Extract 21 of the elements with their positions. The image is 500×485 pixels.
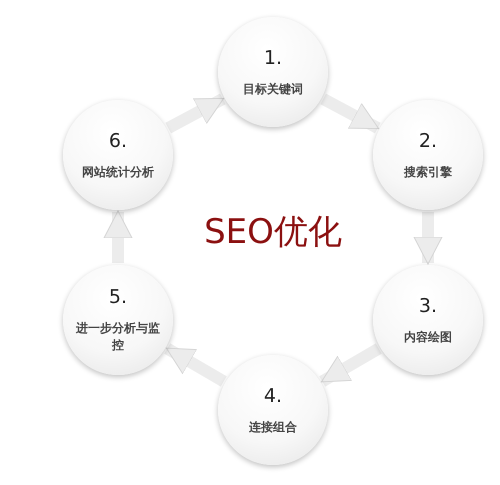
arrow bbox=[414, 212, 442, 264]
step-number: 5. bbox=[108, 286, 128, 308]
arrow bbox=[164, 343, 227, 387]
step-number: 4. bbox=[264, 384, 282, 407]
diagram-title: SEO优化 bbox=[204, 211, 342, 254]
arrow bbox=[104, 210, 132, 263]
arrow bbox=[165, 94, 226, 134]
arrow bbox=[319, 343, 382, 387]
arrow bbox=[320, 94, 381, 134]
step-number: 2. bbox=[418, 130, 438, 152]
step-number: 6. bbox=[108, 130, 128, 152]
step-label: 目标关键词 bbox=[242, 80, 304, 98]
step-label: 搜索引擎 bbox=[402, 164, 453, 180]
step-label: 内容绘图 bbox=[403, 328, 453, 346]
step-circle bbox=[218, 17, 328, 127]
step-label: 进一步分析与监控 bbox=[75, 320, 161, 354]
step-number: 1. bbox=[264, 46, 282, 69]
step-label: 连接组合 bbox=[248, 418, 298, 436]
step-circle bbox=[218, 355, 328, 465]
step-label: 网站统计分析 bbox=[81, 164, 155, 180]
step-number: 3. bbox=[418, 294, 438, 317]
